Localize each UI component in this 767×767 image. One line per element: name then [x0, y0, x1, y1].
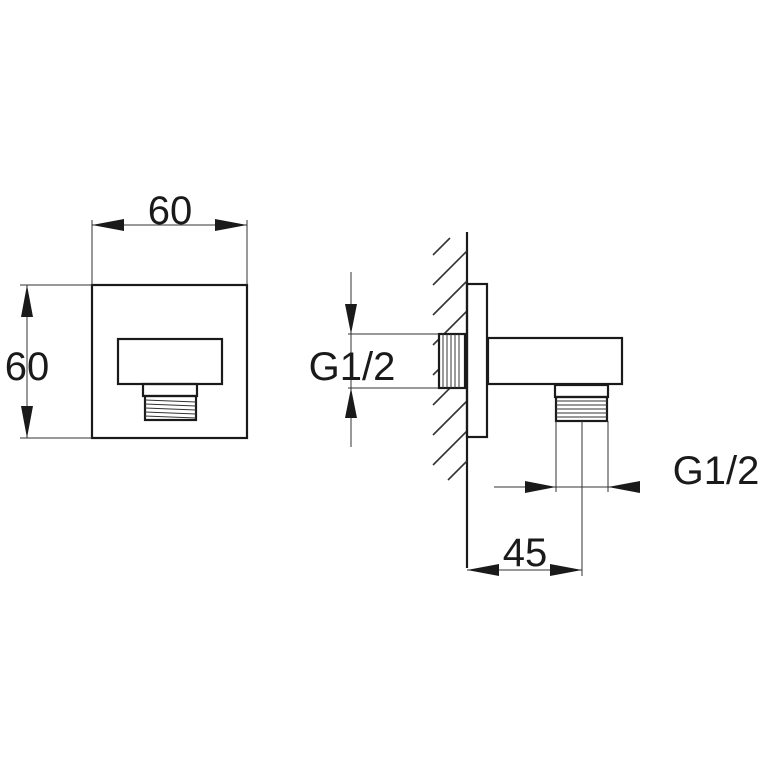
width-dimension: 60: [91, 189, 248, 285]
inlet-thread-lines: [442, 334, 460, 388]
outlet-body: [116, 337, 224, 386]
outlet-thread-label: G1/2: [673, 449, 760, 493]
outlet-neck: [553, 383, 610, 399]
arm: [486, 336, 624, 386]
thread-lines: [144, 399, 197, 419]
projection-label: 45: [503, 531, 548, 575]
outlet-thread-lines: [556, 400, 607, 418]
side-view: G1/2 G1/2 45: [309, 232, 759, 576]
inlet-thread-dimension: G1/2: [309, 272, 439, 447]
flange: [465, 282, 489, 439]
inlet-thread-label: G1/2: [309, 345, 396, 389]
front-view: 60 60: [5, 189, 249, 440]
width-label: 60: [148, 189, 193, 233]
cover-plate: [90, 283, 249, 440]
height-dimension: 60: [5, 284, 92, 439]
outlet-thread-dimension: G1/2: [494, 421, 759, 493]
height-label: 60: [5, 345, 50, 389]
outlet-neck: [141, 382, 199, 398]
projection-dimension: 45: [467, 421, 583, 576]
